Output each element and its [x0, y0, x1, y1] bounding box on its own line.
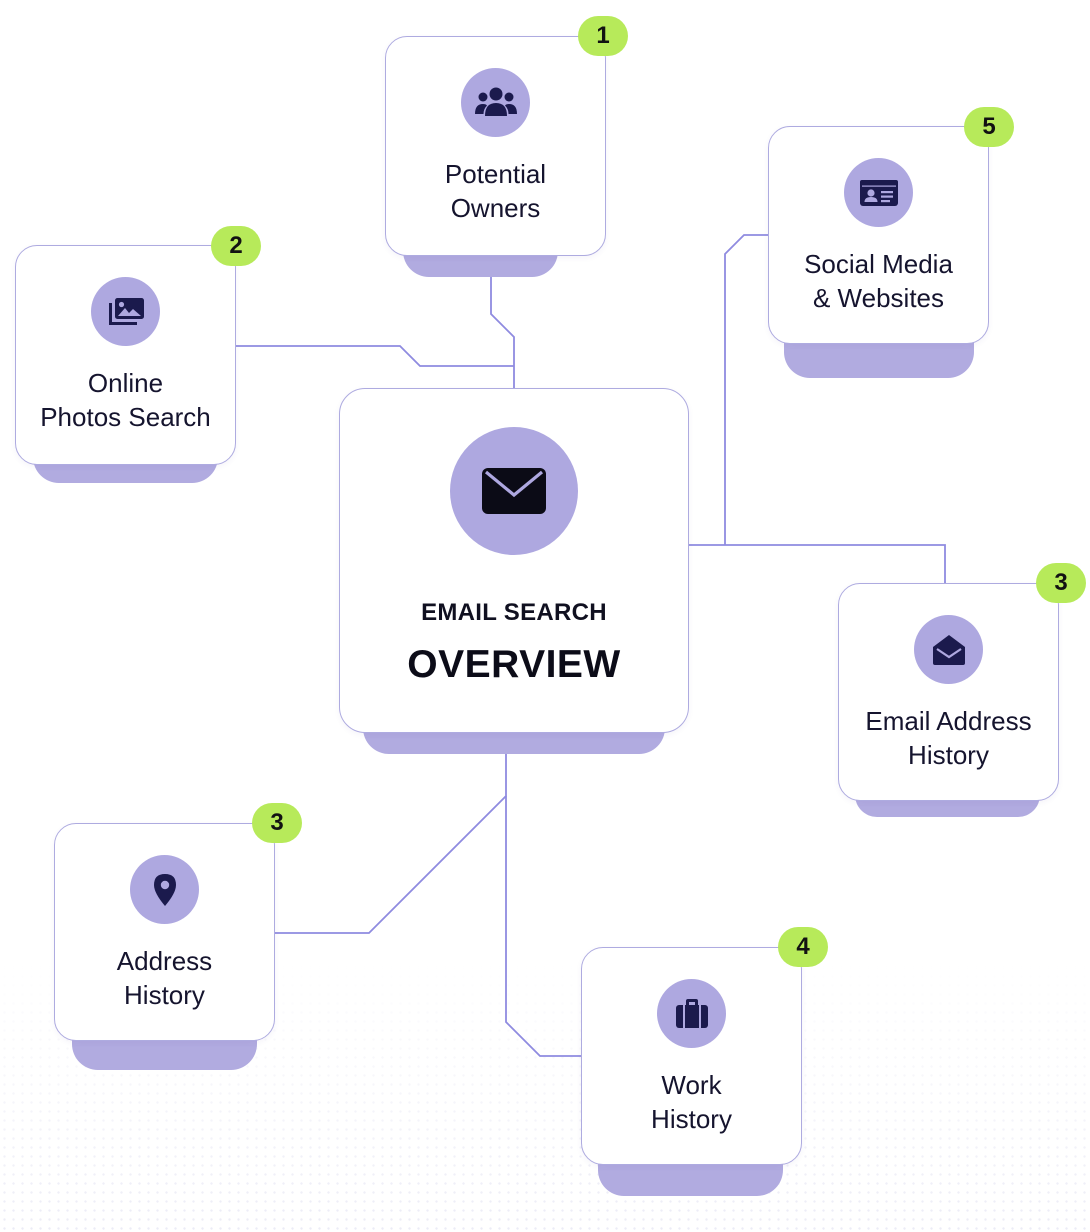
envelope-icon: [482, 468, 546, 514]
center-subtitle: EMAIL SEARCH: [421, 599, 607, 626]
icon-circle: [844, 158, 913, 227]
count-badge: 4: [778, 927, 828, 967]
map-pin-icon: [153, 873, 176, 906]
connector-work-history: [505, 796, 581, 1057]
connector-social-media: [724, 234, 768, 545]
users-group-icon: [474, 87, 517, 116]
count-badge: 3: [1036, 563, 1086, 603]
icon-circle: [461, 68, 530, 137]
icon-circle: [450, 427, 578, 555]
briefcase-icon: [675, 998, 708, 1028]
card-shadow: [72, 1036, 257, 1070]
count-badge: 2: [211, 226, 261, 266]
center-email-search-card: EMAIL SEARCH OVERVIEW: [339, 388, 689, 733]
id-card-icon: [859, 179, 898, 206]
node-label: Social Media& Websites: [804, 249, 953, 313]
icon-circle: [130, 855, 199, 924]
open-envelope-icon: [932, 634, 965, 665]
node-social-media: Social Media& Websites: [768, 126, 989, 344]
count-badge: 5: [964, 107, 1014, 147]
photos-icon: [108, 297, 144, 325]
icon-circle: [657, 979, 726, 1048]
center-title: OVERVIEW: [407, 643, 621, 686]
connector-potential-owners: [490, 256, 515, 390]
icon-circle: [91, 277, 160, 346]
connector-online-photos: [236, 345, 514, 367]
count-badge: 3: [252, 803, 302, 843]
count-badge: 1: [578, 16, 628, 56]
icon-circle: [914, 615, 983, 684]
connector-email-history: [689, 544, 946, 583]
card-shadow: [598, 1160, 783, 1196]
connector-address-history: [275, 754, 507, 934]
